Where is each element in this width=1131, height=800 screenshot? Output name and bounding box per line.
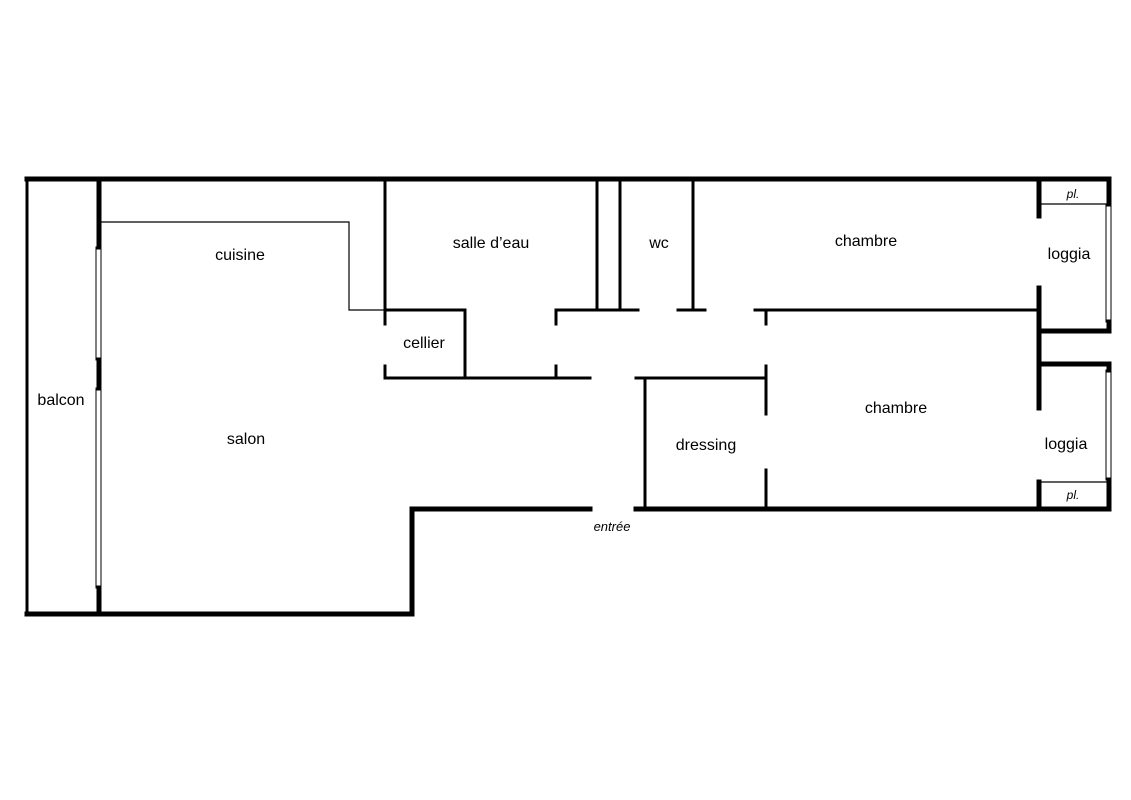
window-balcony-1 [95, 246, 102, 361]
entrance-label: entrée [594, 519, 631, 534]
room-label-salon: salon [227, 431, 265, 448]
room-label-chambre-2: chambre [865, 400, 927, 417]
room-label-cuisine: cuisine [215, 247, 265, 264]
room-label-loggia-1: loggia [1048, 246, 1091, 263]
room-label-chambre-1: chambre [835, 233, 897, 250]
window-loggia-2 [1105, 369, 1112, 481]
walls [24, 176, 1112, 617]
room-label-cellier: cellier [403, 335, 445, 352]
kitchen-counter [100, 221, 386, 311]
room-label-placard-2: pl. [1066, 488, 1080, 502]
room-label-salle-deau: salle d’eau [453, 235, 530, 252]
room-labels: balcon cuisine salon salle d’eau cellier… [37, 187, 1090, 534]
room-label-loggia-2: loggia [1045, 436, 1088, 453]
room-label-balcon: balcon [37, 392, 84, 409]
room-label-placard-1: pl. [1066, 187, 1080, 201]
room-label-wc: wc [648, 235, 669, 252]
room-label-dressing: dressing [676, 437, 736, 454]
window-loggia-1 [1105, 203, 1112, 323]
window-balcony-2 [95, 387, 102, 589]
